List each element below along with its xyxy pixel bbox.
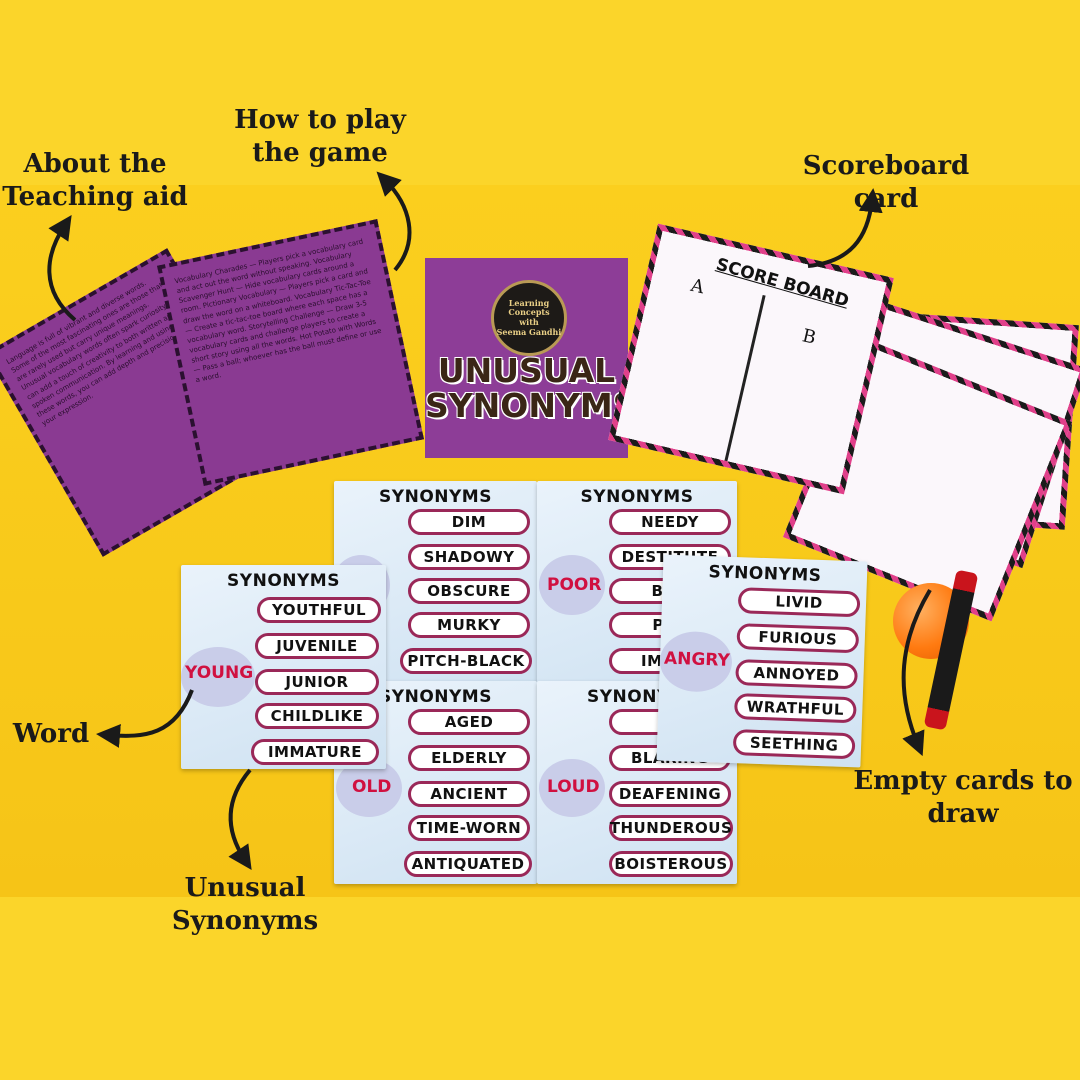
target-word: YOUNG (185, 663, 254, 683)
arrow-how-to-play (376, 171, 412, 272)
label-word: Word (12, 719, 90, 749)
synonym-pill: DEAFENING (609, 781, 731, 807)
arrow-word (96, 689, 194, 748)
label-how-to-play: How to play the game (234, 105, 406, 168)
arrow-about (47, 215, 77, 322)
synonym-pill: MURKY (408, 612, 530, 638)
synonym-pill: NEEDY (609, 509, 731, 535)
brand-logo: Learning Concepts with Seema Gandhi (491, 280, 567, 356)
card-heading: SYNONYMS (379, 687, 492, 707)
synonym-pill: ANTIQUATED (404, 851, 532, 877)
synonym-pill: CHILDLIKE (255, 703, 379, 729)
synonym-pill: AGED (408, 709, 530, 735)
target-word: POOR (547, 575, 602, 595)
synonym-pill: JUVENILE (255, 633, 379, 659)
arrow-scoreboard (807, 188, 883, 268)
synonym-pill: ANCIENT (408, 781, 530, 807)
synonym-pill: OBSCURE (408, 578, 530, 604)
arrow-unusual (228, 768, 252, 870)
cover-card: Learning Concepts with Seema Gandhi UNUS… (425, 258, 637, 458)
synonym-pill: SHADOWY (408, 544, 530, 570)
synonym-pill: ELDERLY (408, 745, 530, 771)
target-word: LOUD (547, 777, 600, 797)
arrow-empty-cards (901, 588, 932, 757)
label-unusual: Unusual Synonyms (171, 873, 319, 936)
synonym-pill: TIME-WORN (408, 815, 530, 841)
synonym-card-young: SYNONYMS YOUNG YOUTHFUL JUVENILE JUNIOR … (181, 565, 386, 769)
synonym-pill: YOUTHFUL (257, 597, 381, 623)
label-about: About the Teaching aid (2, 149, 188, 212)
card-heading: SYNONYMS (227, 571, 340, 591)
synonym-pill: BOISTEROUS (609, 851, 733, 877)
label-empty-cards: Empty cards to draw (853, 766, 1073, 829)
synonym-pill: IMMATURE (251, 739, 379, 765)
card-heading: SYNONY (587, 687, 670, 707)
cover-title: UNUSUAL SYNONYMS (425, 351, 637, 425)
card-heading: SYNONYMS (379, 487, 492, 507)
card-heading: SYNONYMS (580, 487, 694, 507)
synonym-pill: JUNIOR (255, 669, 379, 695)
target-word: OLD (352, 777, 392, 797)
synonym-pill: THUNDEROUS (609, 815, 733, 841)
synonym-pill: DIM (408, 509, 530, 535)
word-bubble (539, 555, 605, 615)
word-bubble (181, 647, 255, 707)
word-bubble (539, 759, 605, 817)
synonym-pill: PITCH-BLACK (400, 648, 532, 674)
